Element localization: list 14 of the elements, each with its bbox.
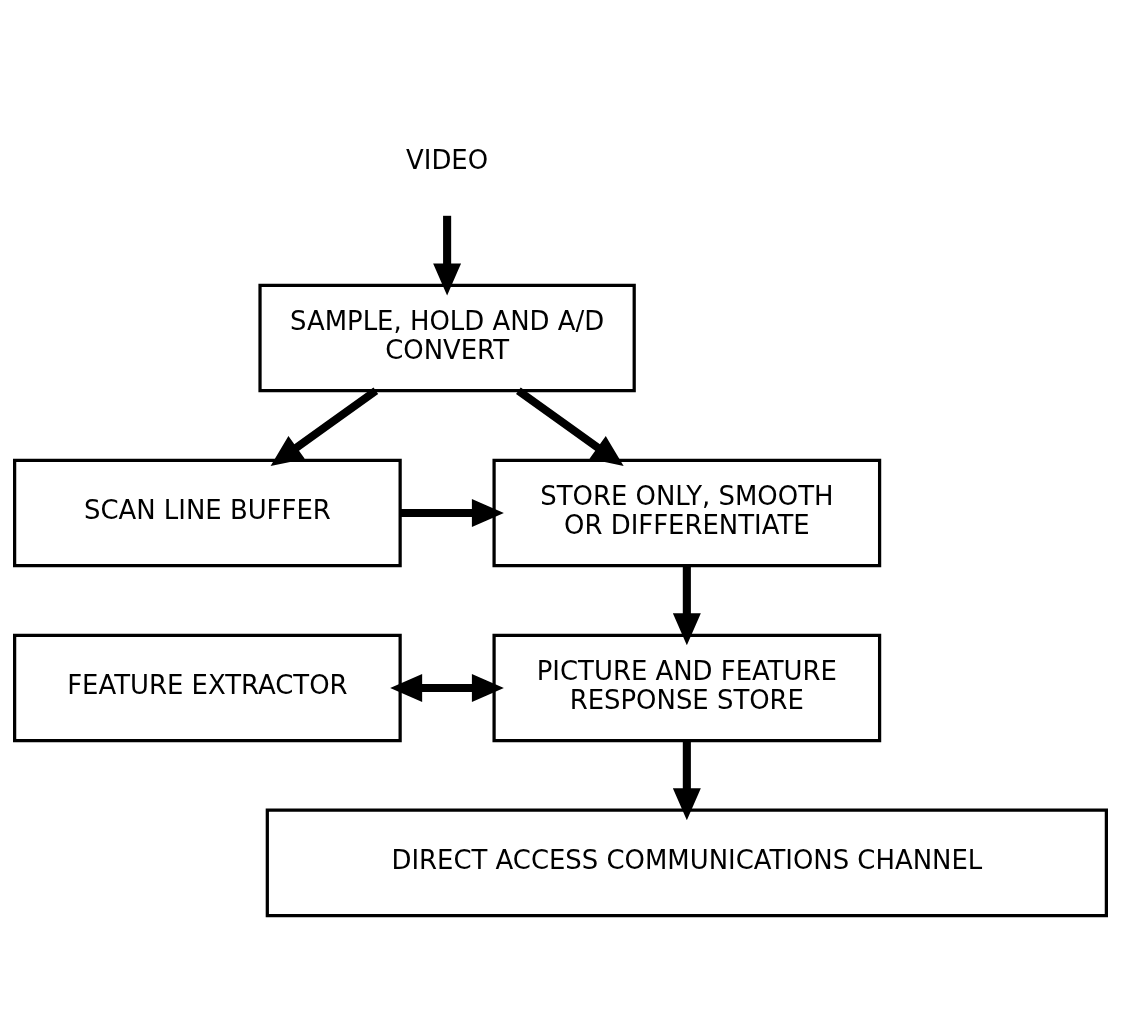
arrow [516, 387, 624, 467]
node-box: SCAN LINE BUFFER [13, 458, 402, 568]
arrow [672, 565, 701, 646]
arrow [400, 499, 504, 527]
arrow [433, 215, 462, 296]
node-box: FEATURE EXTRACTOR [13, 633, 402, 743]
node-box: DIRECT ACCESS COMMUNICATIONS CHANNEL [265, 808, 1108, 918]
arrow [270, 387, 379, 467]
node-box: STORE ONLY, SMOOTH OR DIFFERENTIATE [492, 458, 882, 568]
arrow [390, 673, 504, 702]
node-box: SAMPLE, HOLD AND A/D CONVERT [258, 283, 636, 393]
node-box: PICTURE AND FEATURE RESPONSE STORE [492, 633, 882, 743]
arrow [672, 740, 701, 821]
node-text: VIDEO [406, 145, 489, 176]
